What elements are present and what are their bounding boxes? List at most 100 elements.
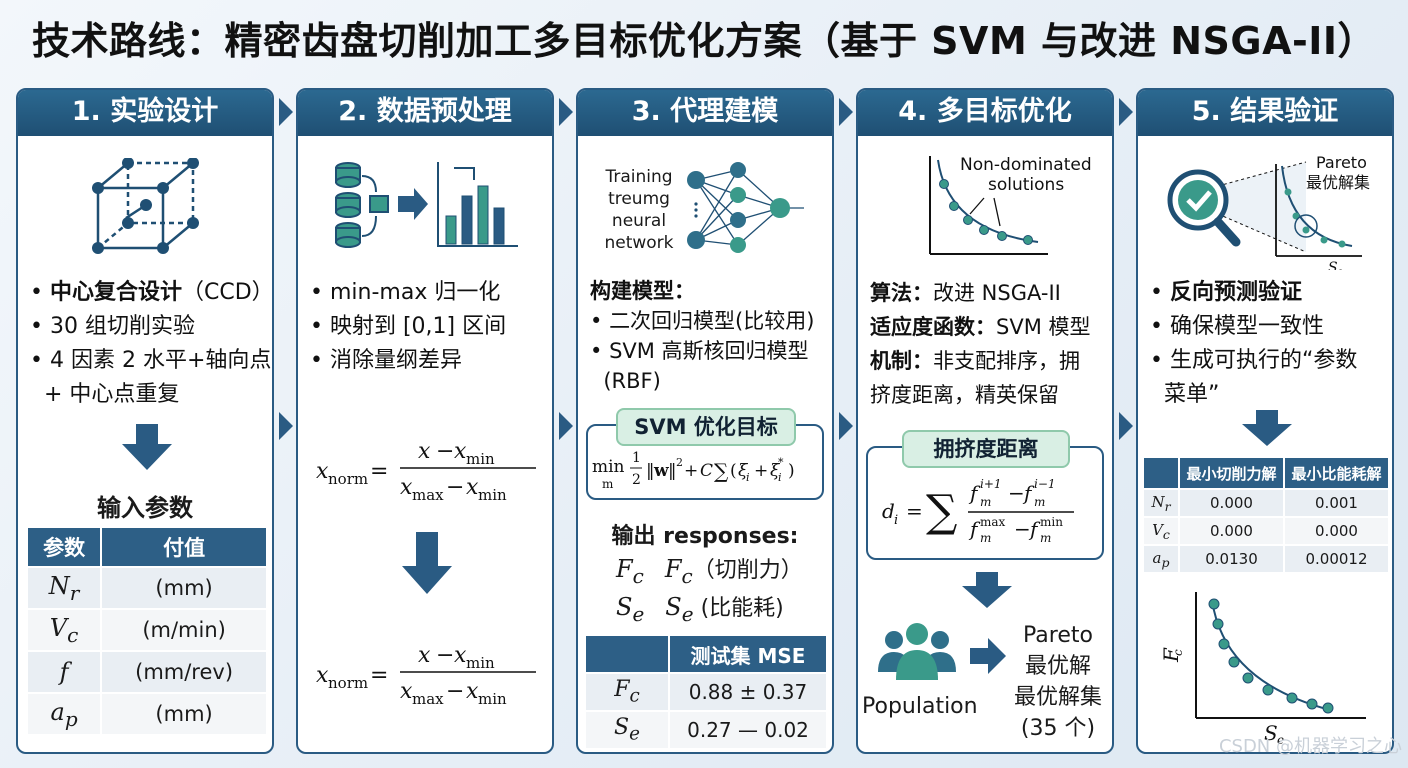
neural-network-icon <box>687 162 804 253</box>
connector-arrow-3-4-mid <box>839 412 853 440</box>
connector-arrow-2-3 <box>559 98 573 126</box>
plot-label-2: solutions <box>988 175 1064 195</box>
algo-value: 改进 NSGA-II <box>933 281 1061 305</box>
panel-result-verification: 5. 结果验证 Pareto 最优解集 S e • 反向预测验证 • 确保模型一… <box>1136 88 1394 754</box>
down-arrow-icon <box>122 424 172 470</box>
connector-arrow-4-5 <box>1119 98 1133 126</box>
svg-text:∑: ∑ <box>714 459 729 483</box>
plot-label-1: Non-dominated <box>960 155 1092 175</box>
svg-text:x: x <box>418 439 431 464</box>
input-params-title: 输入参数 <box>97 494 193 522</box>
svg-text:x: x <box>418 643 431 668</box>
table-row: Vc (m/min) <box>28 610 266 650</box>
svg-text:): ) <box>788 461 795 481</box>
svg-text:S: S <box>1264 721 1278 745</box>
svg-text:C: C <box>700 461 713 481</box>
svm-objective-badge: SVM 优化目标 <box>616 408 796 446</box>
menu-label-2: 菜单” <box>1164 382 1220 407</box>
param-symbol: V <box>49 613 68 642</box>
svg-text:−: − <box>436 643 454 668</box>
specific-energy-label: (比能耗) <box>700 596 784 621</box>
svg-text:2: 2 <box>632 472 641 488</box>
mse-value: 0.88 ± 0.37 <box>688 680 808 704</box>
param-symbol: a <box>50 697 65 726</box>
svg-text:+: + <box>684 461 698 481</box>
svg-text:m: m <box>980 495 991 509</box>
mechanism-value-2: 挤度距离，精英保留 <box>870 383 1059 407</box>
design-bullets: • 中心复合设计（CCD） • 30 组切削实验 • 4 因素 2 水平+轴向点… <box>30 280 274 407</box>
right-arrow-icon <box>970 638 1006 674</box>
menu-label: 生成可执行的“参数 <box>1169 348 1358 373</box>
experiments-label: 30 组切削实验 <box>49 314 195 339</box>
svg-text:max: max <box>412 486 444 504</box>
table-header: 参数 <box>28 528 101 566</box>
svg-text:m: m <box>980 531 991 545</box>
database-to-chart-icon <box>335 162 518 248</box>
svg-text:m: m <box>1034 495 1045 509</box>
param-unit: (m/min) <box>142 618 226 642</box>
connector-arrow-1-2-mid <box>279 412 293 440</box>
svg-text:2: 2 <box>676 456 683 469</box>
fitness-value: SVM 模型 <box>996 315 1091 339</box>
input-params-table: 参数 付值 Nr (mm) Vc (m/min) f (mm/rev) ap (… <box>26 526 268 736</box>
table-header: 最小比能耗解 <box>1285 458 1388 488</box>
svg-text:=: = <box>370 663 388 688</box>
svg-text:i: i <box>746 471 750 484</box>
mechanism-key: 机制： <box>870 349 933 373</box>
svg-text:max: max <box>412 690 444 708</box>
mse-value: 0.27 — 0.02 <box>687 718 809 742</box>
svm-model-label: SVM 高斯核回归模型 <box>609 339 809 363</box>
panel-surrogate-modeling: 3. 代理建模 Training treumg neural network 构… <box>576 88 834 754</box>
nn-label: Training treumg neural network <box>604 167 674 253</box>
svg-text:w: w <box>653 461 669 481</box>
verification-bullets: • 反向预测验证 • 确保模型一致性 • 生成可执行的“参数 菜单” <box>1150 280 1358 407</box>
svg-text:i: i <box>778 471 782 484</box>
algo-key: 算法： <box>870 281 933 305</box>
svg-text:−: − <box>1014 517 1031 541</box>
svg-text:m: m <box>602 477 614 491</box>
table-row: Se 0.27 — 0.02 <box>586 712 826 748</box>
svg-text:i+1: i+1 <box>980 477 1002 491</box>
svg-text:i: i <box>894 513 898 528</box>
svg-text:e: e <box>1277 733 1284 746</box>
cube-design-icon <box>92 158 199 254</box>
table-row: Nr 0.000 0.001 <box>1144 490 1388 516</box>
svg-text:−: − <box>436 439 454 464</box>
svg-text:e: e <box>1337 267 1343 270</box>
panel-header: 1. 实验设计 <box>18 90 272 136</box>
connector-arrow-1-2 <box>279 98 293 126</box>
svg-text:x: x <box>316 663 329 688</box>
minmax-label: min-max 归一化 <box>329 280 501 305</box>
pareto-front-sketch: Non-dominated solutions <box>929 155 1092 255</box>
svg-text:x: x <box>400 679 413 704</box>
table-header: 付值 <box>102 528 266 566</box>
verify-magnifier-icon: Pareto 最优解集 S e <box>1167 153 1370 270</box>
panel-data-preprocessing: 2. 数据预处理 • min-max 归一化 • 映射到 [0,1] 区间 • … <box>296 88 554 754</box>
table-row: Fc 0.88 ± 0.37 <box>586 674 826 710</box>
ccd-suffix: （CCD） <box>182 280 274 305</box>
svg-text:norm: norm <box>328 470 368 488</box>
svg-text:i−1: i−1 <box>1034 477 1056 491</box>
svg-text:=: = <box>906 499 923 523</box>
svg-text:−: − <box>446 679 464 704</box>
svg-text:m: m <box>1040 531 1051 545</box>
svg-text:*: * <box>778 456 784 469</box>
svg-text:x: x <box>454 439 467 464</box>
page-title: 技术路线：精密齿盘切削加工多目标优化方案（基于 SVM 与改进 NSGA-II） <box>31 19 1377 63</box>
mechanism-value: 非支配排序，拥 <box>933 349 1080 373</box>
svg-text:min: min <box>478 690 507 708</box>
output-row-fc: Fc Fc（切削力） <box>616 555 803 588</box>
svg-text:min: min <box>466 450 495 468</box>
preprocess-bullets: • min-max 归一化 • 映射到 [0,1] 区间 • 消除量纲差异 <box>310 280 507 373</box>
panel-header: 5. 结果验证 <box>1138 90 1392 136</box>
svg-text:=: = <box>370 459 388 484</box>
panel-header: 2. 数据预处理 <box>298 90 552 136</box>
svg-text:x: x <box>466 679 479 704</box>
pareto-label-1: Pareto <box>1316 153 1367 172</box>
svg-text:−: − <box>1008 481 1025 505</box>
svg-text:ξ: ξ <box>770 461 781 481</box>
model-bullets: 构建模型： • 二次回归模型(比较用) • SVM 高斯核回归模型 (RBF) <box>590 276 824 396</box>
